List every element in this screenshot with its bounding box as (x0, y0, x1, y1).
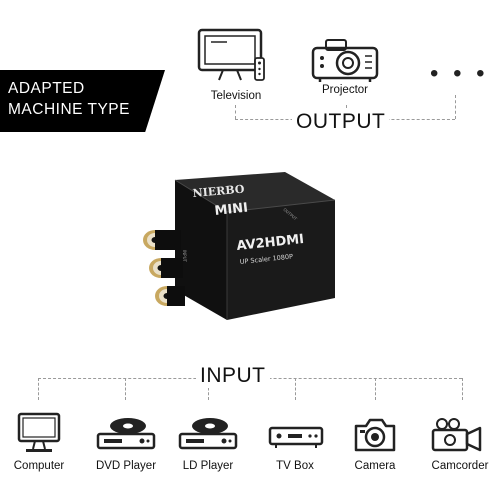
tv-box-label: TV Box (276, 460, 314, 472)
input-drop-camcorder (462, 378, 463, 400)
input-drop-computer (38, 378, 39, 400)
banner-line-1: ADAPTED (8, 80, 85, 97)
television-icon (197, 28, 265, 81)
adapted-machine-type-banner (0, 70, 165, 132)
input-heading: INPUT (196, 364, 270, 388)
dvd-player-icon (96, 418, 156, 450)
output-heading: OUTPUT (292, 110, 390, 134)
product-name-text: AV2HDMI (236, 232, 305, 254)
camcorder-label: Camcorder (431, 460, 489, 472)
brand-text: NIERBO (192, 182, 245, 200)
ld-player-label: LD Player (182, 460, 234, 472)
projector-icon (311, 39, 379, 82)
input-drop-tvbox (295, 378, 296, 400)
banner-line-2: MACHINE TYPE (8, 101, 130, 118)
camera-label: Camera (354, 460, 396, 472)
camcorder-icon (431, 418, 482, 452)
input-drop-camera (375, 378, 376, 400)
dvd-player-label: DVD Player (95, 460, 157, 472)
computer-label: Computer (13, 460, 65, 472)
av2hdmi-converter-product: NIERBO MINI AV2HDMI UP Scaler 1080P INPU… (143, 172, 336, 320)
output-connector-right (455, 95, 456, 119)
projector-label: Projector (321, 84, 369, 96)
output-connector-left (235, 105, 236, 119)
ld-player-icon (178, 418, 238, 450)
more-devices-indicator: • • • (430, 60, 489, 87)
rca-jack-middle (149, 258, 183, 278)
side-input-text: INPUT (182, 250, 187, 263)
computer-icon (17, 412, 61, 452)
rca-jack-bottom (155, 286, 185, 306)
camera-icon (354, 418, 396, 452)
input-drop-dvd (125, 378, 126, 400)
input-drop-ld (208, 378, 209, 400)
television-label: Television (210, 90, 262, 102)
mini-badge-text: MINI (214, 201, 249, 219)
rca-jack-top (143, 230, 181, 250)
tv-box-icon (268, 426, 324, 448)
